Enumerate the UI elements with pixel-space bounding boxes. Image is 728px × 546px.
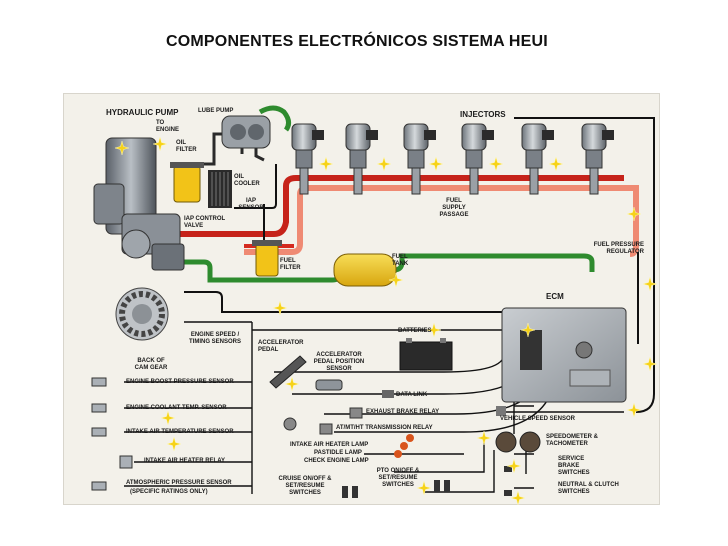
oil-filter — [170, 162, 204, 203]
lube-pump — [221, 115, 271, 149]
vehicle-speed-sensor — [496, 406, 506, 416]
label-hydraulic-pump: HYDRAULIC PUMP — [106, 108, 179, 117]
brake-clutch-switches — [504, 466, 512, 496]
label-fuel-filter: FUEL FILTER — [280, 258, 301, 271]
label-oil-cooler: OIL COOLER — [234, 174, 260, 187]
main-wire-harness — [184, 117, 655, 413]
label-lube-pump: LUBE PUMP — [198, 108, 234, 114]
label-intake-air-heater-relay: INTAKE AIR HEATER RELAY — [144, 458, 226, 464]
label-fuel-tank: FUEL TANK — [392, 254, 409, 267]
sparkle-icon — [318, 156, 334, 172]
label-accelerator-pedal: ACCELERATOR PEDAL — [258, 340, 304, 353]
sparkle-icon — [272, 300, 288, 316]
sparkle-icon — [426, 322, 442, 338]
label-data-link: DATA LINK — [396, 392, 428, 398]
label-atmospheric-pressure-sensor: ATMOSPHERIC PRESSURE SENSOR — [126, 480, 232, 486]
injector — [403, 123, 436, 195]
injector — [461, 123, 494, 195]
lube-pump-hose — [258, 105, 292, 132]
label-accelerator-pedal-position-sensor: ACCELERATOR PEDAL POSITION SENSOR — [313, 352, 365, 372]
intake-air-heater-relay — [119, 455, 133, 469]
oil-cooler — [208, 170, 232, 208]
label-iap-sensor: IAP SENSOR — [238, 198, 264, 211]
label-intake-air-temperature-sensor: INTAKE AIR TEMPERATURE SENSOR — [126, 429, 234, 435]
injector-bank — [291, 123, 614, 195]
injector — [345, 123, 378, 195]
sparkle-icon — [152, 136, 168, 152]
label-fuel-pressure-regulator: FUEL PRESSURE REGULATOR — [593, 242, 644, 255]
label-fuel-supply-passage: FUEL SUPPLY PASSAGE — [439, 198, 469, 218]
sparkle-icon — [428, 156, 444, 172]
label-engine-speed-timing-sensors: ENGINE SPEED / TIMING SENSORS — [188, 332, 241, 345]
sparkle-icon — [388, 272, 404, 288]
label-transmission-relay: AT/MT/HT TRANSMISSION RELAY — [336, 425, 433, 431]
label-speedometer-tachometer: SPEEDOMETER & TACHOMETER — [546, 434, 599, 447]
indicator-lamps — [394, 434, 414, 458]
label-to-engine: TO ENGINE — [156, 120, 180, 133]
sparkle-icon — [642, 276, 658, 292]
injector — [521, 123, 554, 195]
sparkle-icon — [476, 430, 492, 446]
label-iap-control-valve: IAP CONTROL VALVE — [184, 216, 226, 229]
sparkle-icon — [626, 402, 642, 418]
label-batteries: BATTERIES — [398, 328, 432, 334]
fuel-filter — [252, 240, 282, 277]
sparkle-icon — [376, 156, 392, 172]
intake-air-heater-lamp-bulb — [283, 417, 297, 431]
sparkle-icon — [506, 458, 522, 474]
label-engine-boost-pressure-sensor: ENGINE BOOST PRESSURE SENSOR — [126, 379, 234, 385]
accelerator-pedal-position-sensor — [315, 379, 343, 391]
ecm-module — [501, 307, 627, 403]
diagram-graphics — [91, 105, 658, 506]
label-specific-ratings-only: (SPECIFIC RATINGS ONLY) — [130, 489, 208, 495]
sparkle-icon — [114, 140, 130, 156]
sparkle-icon — [416, 480, 432, 496]
injector — [581, 123, 614, 195]
sparkle-icon — [626, 206, 642, 222]
sparkle-icon — [160, 410, 176, 426]
label-injectors: INJECTORS — [460, 110, 506, 119]
engine-boost-pressure-sensor — [91, 377, 107, 387]
fuel-tank — [333, 253, 397, 287]
cruise-switches — [342, 486, 358, 498]
injector — [291, 123, 324, 195]
hydraulic-pump — [93, 137, 185, 271]
sparkle-icon — [548, 156, 564, 172]
accelerator-pedal — [269, 355, 307, 389]
sparkle-icon — [520, 322, 536, 338]
data-link-connector — [382, 390, 394, 398]
label-pastidle-lamp: PASTIDLE LAMP — [314, 450, 362, 456]
label-oil-filter: OIL FILTER — [176, 140, 197, 153]
label-cruise-switches: CRUISE ON/OFF & SET/RESUME SWITCHES — [278, 476, 332, 496]
label-exhaust-brake-relay: EXHAUST BRAKE RELAY — [366, 409, 440, 415]
heui-system-diagram: HYDRAULIC PUMP TO ENGINE LUBE PUMP INJEC… — [63, 93, 660, 506]
label-service-brake-switches: SERVICE BRAKE SWITCHES — [558, 456, 590, 476]
cam-gear — [115, 287, 169, 341]
sparkle-icon — [284, 376, 300, 392]
label-intake-air-heater-lamp: INTAKE AIR HEATER LAMP — [290, 442, 369, 448]
transmission-relay — [319, 423, 333, 435]
label-neutral-clutch-switches: NEUTRAL & CLUTCH SWITCHES — [558, 482, 619, 495]
pto-switches — [434, 480, 450, 492]
label-pto-switches: PTO ON/OFF & SET/RESUME SWITCHES — [376, 468, 420, 488]
exhaust-brake-relay — [349, 407, 363, 419]
label-engine-coolant-temp-sensor: ENGINE COOLANT TEMP. SENSOR — [126, 405, 227, 411]
right-wire-harness — [504, 394, 624, 489]
label-vehicle-speed-sensor: VEHICLE SPEED SENSOR — [500, 416, 576, 422]
speedometer-tachometer — [495, 431, 541, 453]
sparkle-icon — [166, 436, 182, 452]
sparkle-icon — [642, 356, 658, 372]
atmospheric-pressure-sensor — [91, 481, 107, 491]
intake-air-temperature-sensor — [91, 427, 107, 437]
label-check-engine-lamp: CHECK ENGINE LAMP — [304, 458, 369, 464]
label-ecm: ECM — [546, 292, 564, 301]
sparkle-icon — [510, 490, 526, 506]
sparkle-icon — [488, 156, 504, 172]
slide-title: COMPONENTES ELECTRÓNICOS SISTEMA HEUI — [166, 33, 548, 50]
high-pressure-oil-line — [174, 175, 624, 237]
label-back-of-cam-gear: BACK OF CAM GEAR — [134, 358, 168, 371]
engine-coolant-temp-sensor — [91, 403, 107, 413]
batteries — [399, 338, 453, 371]
sparkle-markers — [114, 136, 658, 506]
